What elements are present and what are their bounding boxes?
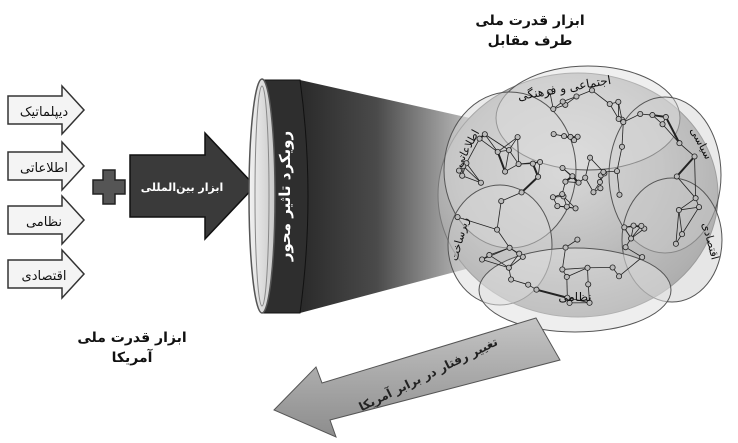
network-node xyxy=(537,159,542,164)
instrument-arrow-economic: اقتصادی xyxy=(8,250,84,298)
effects-based-cone: رویکرد تاثیر محور xyxy=(249,79,470,313)
network-node xyxy=(628,236,633,241)
network-node xyxy=(650,112,655,117)
network-node xyxy=(607,101,612,106)
network-node xyxy=(693,196,698,201)
network-node xyxy=(499,198,504,203)
network-node xyxy=(519,190,524,195)
network-node xyxy=(563,245,568,250)
network-node xyxy=(619,144,624,149)
network-node xyxy=(564,204,569,209)
network-node xyxy=(674,174,679,179)
network-node xyxy=(482,132,487,137)
network-node xyxy=(601,169,606,174)
network-node xyxy=(555,203,560,208)
network-node xyxy=(587,155,592,160)
international-tools-arrow: ابزار بین‌المللی xyxy=(130,133,255,239)
domain-label-military: نظامی xyxy=(558,290,591,304)
outcome-arrow: تغییر رفتار در برابر آمریکا xyxy=(274,318,560,437)
network-node xyxy=(610,265,615,270)
network-node xyxy=(550,195,555,200)
network-node xyxy=(560,191,565,196)
us-instruments-caption-line1: ابزار قدرت ملی xyxy=(77,330,186,346)
network-node xyxy=(692,154,697,159)
instrument-label-military: نظامی xyxy=(26,215,62,230)
network-node xyxy=(551,106,556,111)
network-node xyxy=(506,265,511,270)
network-node xyxy=(516,161,521,166)
instrument-label-information: اطلاعاتی xyxy=(20,161,68,176)
network-node xyxy=(576,180,581,185)
network-node xyxy=(570,174,575,179)
network-node xyxy=(460,173,465,178)
network-node xyxy=(638,111,643,116)
network-node xyxy=(573,206,578,211)
network-node xyxy=(560,267,565,272)
network-node xyxy=(585,265,590,270)
network-node xyxy=(673,241,678,246)
network-node xyxy=(663,114,668,119)
network-node xyxy=(597,179,602,184)
network-node xyxy=(534,287,539,292)
network-node xyxy=(502,169,507,174)
network-node xyxy=(563,179,568,184)
network-node xyxy=(696,204,701,209)
international-tools-label: ابزار بین‌المللی xyxy=(141,181,224,194)
network-node xyxy=(506,148,511,153)
network-node xyxy=(598,186,603,191)
instrument-label-diplomatic: دیپلماتیک xyxy=(20,105,68,120)
network-node xyxy=(591,190,596,195)
network-node xyxy=(622,225,627,230)
network-node xyxy=(526,282,531,287)
network-node xyxy=(560,165,565,170)
network-node xyxy=(617,192,622,197)
network-node xyxy=(536,174,541,179)
instrument-label-economic: اقتصادی xyxy=(22,269,67,284)
network-node xyxy=(561,134,566,139)
network-node xyxy=(572,138,577,143)
network-node xyxy=(507,245,512,250)
network-node xyxy=(560,99,565,104)
network-node xyxy=(515,134,520,139)
cone-label: رویکرد تاثیر محور xyxy=(276,131,294,262)
network-node xyxy=(586,282,591,287)
network-node xyxy=(494,227,499,232)
network-node xyxy=(479,257,484,262)
network-node xyxy=(640,255,645,260)
adversary-caption-line2: طرف مقابل xyxy=(488,33,573,49)
network-node xyxy=(564,274,569,279)
network-node xyxy=(623,245,628,250)
network-node xyxy=(478,180,483,185)
network-node xyxy=(574,94,579,99)
network-node xyxy=(495,149,500,154)
plus-icon xyxy=(93,170,125,204)
network-node xyxy=(517,251,522,256)
network-node xyxy=(631,223,636,228)
instrument-arrow-diplomatic: دیپلماتیک xyxy=(8,86,84,134)
network-node xyxy=(621,119,626,124)
network-node xyxy=(616,99,621,104)
network-node xyxy=(639,223,644,228)
network-node xyxy=(614,169,619,174)
us-instruments-caption-line2: آمریکا xyxy=(112,348,154,366)
adversary-caption-line1: ابزار قدرت ملی xyxy=(475,13,584,29)
network-node xyxy=(679,232,684,237)
network-node xyxy=(677,141,682,146)
network-node xyxy=(551,132,556,137)
network-node xyxy=(508,277,513,282)
network-node xyxy=(487,252,492,257)
network-node xyxy=(660,122,665,127)
network-node xyxy=(583,175,588,180)
instrument-arrow-information: اطلاعاتی xyxy=(8,142,84,190)
network-node xyxy=(575,237,580,242)
network-node xyxy=(530,161,535,166)
network-node xyxy=(616,274,621,279)
network-node xyxy=(676,207,681,212)
network-node xyxy=(616,116,621,121)
instrument-arrow-military: نظامی xyxy=(8,196,84,244)
